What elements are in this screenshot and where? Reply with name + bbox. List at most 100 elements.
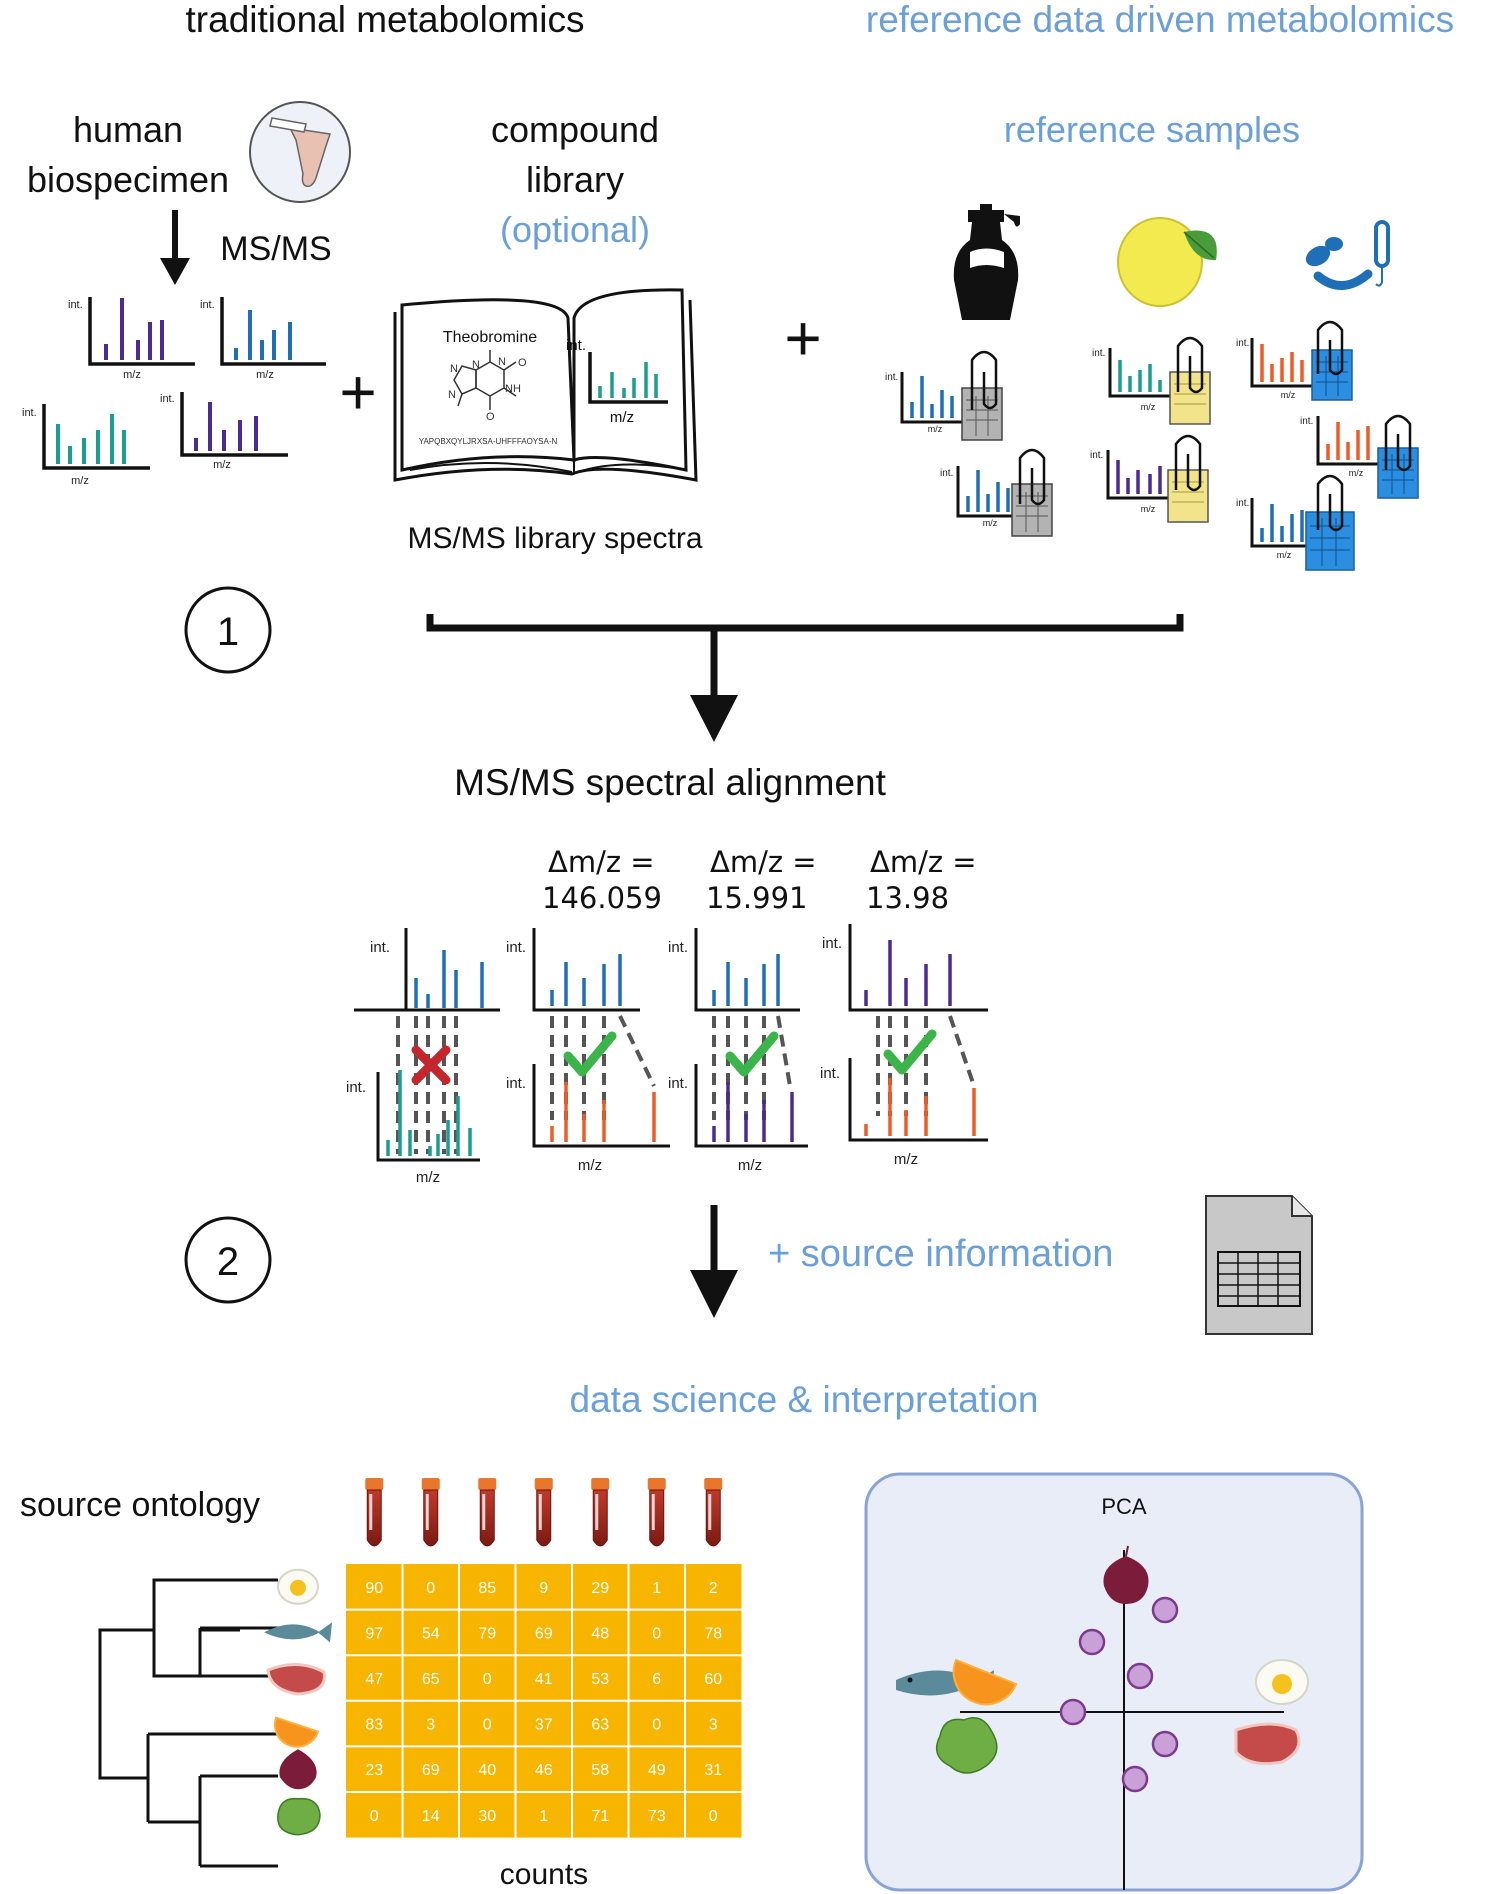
counts-cell: 3 — [426, 1717, 435, 1734]
down-arrow-biospecimen — [160, 210, 190, 285]
svg-text:m/z: m/z — [1141, 504, 1156, 514]
counts-cell: 0 — [370, 1808, 379, 1825]
delta-label-1: Δm/z = 146.059 — [542, 845, 662, 915]
counts-cell: 73 — [648, 1808, 666, 1825]
svg-text:NH: NH — [505, 383, 521, 395]
svg-text:int.: int. — [668, 939, 688, 956]
source-ontology-title: source ontology — [20, 1486, 260, 1524]
counts-cell: 9 — [539, 1580, 548, 1597]
blood-tube-icon — [478, 1478, 497, 1547]
svg-text:13.98: 13.98 — [866, 881, 949, 915]
counts-cell: 41 — [535, 1671, 553, 1688]
svg-text:m/z: m/z — [928, 424, 943, 434]
ontology-row-icons — [264, 1568, 332, 1836]
counts-cell: 23 — [365, 1762, 383, 1779]
counts-cell: 1 — [652, 1580, 661, 1597]
svg-text:Δm/z =: Δm/z = — [870, 845, 977, 879]
counts-cell: 2 — [709, 1580, 718, 1597]
svg-text:m/z: m/z — [894, 1151, 918, 1168]
counts-cell: 29 — [591, 1580, 609, 1597]
svg-text:int.: int. — [370, 939, 390, 956]
svg-text:int.: int. — [1092, 348, 1105, 359]
counts-cell: 71 — [591, 1808, 609, 1825]
counts-cell: 37 — [535, 1717, 553, 1734]
delta-label-2: Δm/z = 15.991 — [706, 845, 817, 915]
blood-tube-icon — [534, 1478, 553, 1547]
svg-text:O: O — [486, 411, 495, 423]
onion-icon — [279, 1749, 317, 1790]
library-label-line2: library — [526, 159, 624, 200]
alignment-title: MS/MS spectral alignment — [454, 762, 887, 803]
lotion-bottle-icon — [953, 204, 1020, 320]
reference-spectrum-lemon-2: int. m/z — [1090, 434, 1209, 523]
svg-text:m/z: m/z — [738, 1157, 762, 1174]
counts-cell: 0 — [483, 1671, 492, 1688]
biospecimen-label-line2: biospecimen — [27, 159, 229, 200]
svg-text:int.: int. — [1300, 416, 1313, 427]
counts-cell: 85 — [478, 1580, 496, 1597]
counts-cell: 69 — [535, 1625, 553, 1642]
book-inchikey: YAPQBXQYLJRXSA-UHFFFAOYSA-N — [419, 437, 558, 446]
svg-text:int.: int. — [885, 372, 898, 383]
merge-bracket — [426, 614, 1184, 742]
mismatch-cross-icon — [411, 1045, 451, 1085]
pca-lettuce-icon — [935, 1717, 998, 1774]
pca-orange-icon — [952, 1658, 1018, 1706]
biospecimen-spectrum-4: int. m/z — [160, 392, 288, 471]
svg-text:m/z: m/z — [578, 1157, 602, 1174]
lemon-icon — [1117, 217, 1217, 307]
counts-cell: 65 — [422, 1671, 440, 1688]
svg-text:m/z: m/z — [1141, 402, 1156, 412]
down-arrow-step2 — [690, 1205, 738, 1318]
sample-tube-icon — [249, 101, 351, 203]
svg-text:int.: int. — [822, 935, 842, 952]
svg-text:int.: int. — [566, 337, 586, 354]
svg-text:m/z: m/z — [71, 475, 89, 487]
blood-tube-icon — [365, 1478, 384, 1547]
svg-text:int.: int. — [346, 1079, 366, 1096]
biospecimen-spectrum-3: int. m/z — [22, 404, 150, 487]
counts-cell: 53 — [591, 1671, 609, 1688]
library-optional-label: (optional) — [500, 209, 650, 250]
reference-spectrum-lemon-1: int. m/z — [1092, 336, 1211, 425]
counts-cell: 0 — [652, 1717, 661, 1734]
counts-label: counts — [500, 1858, 588, 1891]
counts-cell: 54 — [422, 1625, 440, 1642]
svg-text:N: N — [450, 363, 458, 375]
alignment-panel-mismatch: int. int. m/z — [346, 928, 500, 1186]
blood-tube-icon — [421, 1478, 440, 1547]
counts-cell: 31 — [704, 1762, 722, 1779]
book-spectrum: int. m/z — [566, 337, 668, 426]
svg-text:m/z: m/z — [983, 518, 998, 528]
svg-text:int.: int. — [160, 393, 175, 405]
counts-cell: 48 — [591, 1625, 609, 1642]
counts-cell: 0 — [709, 1808, 718, 1825]
blood-tube-icon — [647, 1478, 666, 1547]
theobromine-structure — [453, 350, 517, 410]
counts-cell: 1 — [539, 1808, 548, 1825]
svg-text:Δm/z =: Δm/z = — [710, 845, 817, 879]
fish-icon — [264, 1622, 332, 1643]
pca-meat-icon — [1234, 1722, 1301, 1766]
match-check-icon-3 — [883, 1029, 937, 1075]
blood-tube-icon — [591, 1478, 610, 1547]
alignment-panel-match-2: int. int. m/z — [668, 928, 808, 1174]
svg-text:int.: int. — [820, 1065, 840, 1082]
biospecimen-label-line1: human — [73, 109, 183, 150]
counts-cell: 60 — [704, 1671, 722, 1688]
svg-text:N: N — [448, 389, 456, 401]
pca-egg-icon — [1255, 1659, 1309, 1705]
msms-label: MS/MS — [220, 230, 331, 268]
counts-cell: 40 — [478, 1762, 496, 1779]
heading-traditional: traditional metabolomics — [186, 0, 585, 40]
svg-text:N: N — [498, 356, 506, 368]
svg-text:2: 2 — [217, 1240, 239, 1284]
reference-spectrum-microbe-3: int. m/z — [1236, 474, 1355, 571]
svg-text:m/z: m/z — [123, 369, 141, 381]
orange-icon — [273, 1716, 320, 1748]
counts-cell: 0 — [483, 1717, 492, 1734]
book-icon — [393, 288, 698, 482]
